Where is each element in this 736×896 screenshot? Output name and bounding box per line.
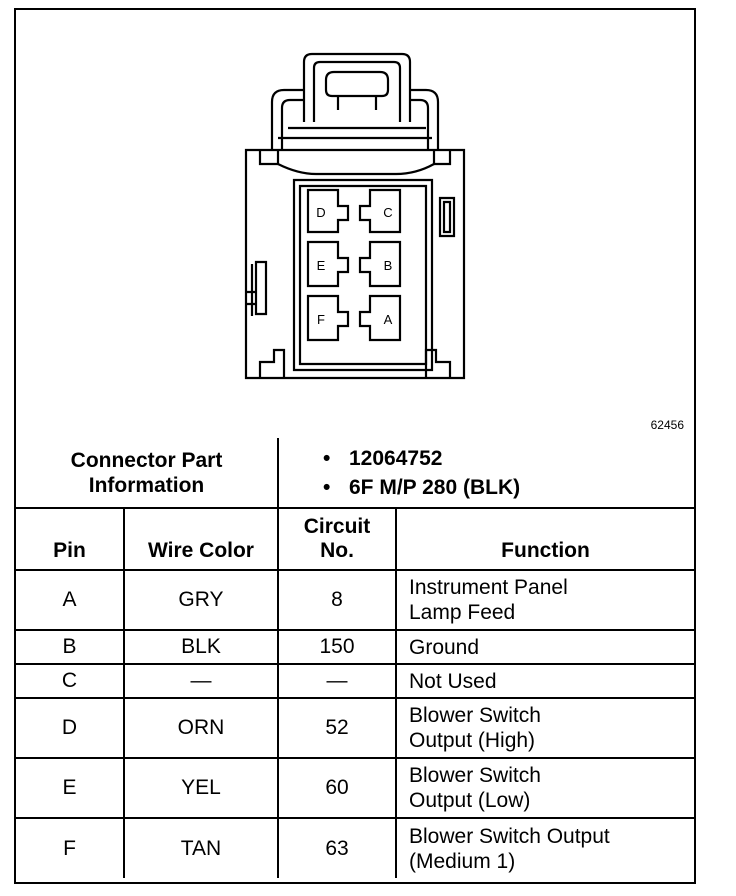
cell-function: Instrument Panel Lamp Feed xyxy=(395,569,694,631)
table-row: C — — Not Used xyxy=(16,663,694,699)
table-row: E YEL 60 Blower Switch Output (Low) xyxy=(16,757,694,819)
cell-function: Blower Switch Output (Low) xyxy=(395,757,694,819)
header-row: Pin Wire Color Circuit No. Function xyxy=(16,507,694,571)
header-function: Function xyxy=(395,507,694,571)
cell-pin: F xyxy=(16,817,125,878)
pin-label-c: C xyxy=(383,205,392,220)
cell-function: Blower Switch Output (Medium 1) xyxy=(395,817,694,878)
part-info-label: Connector Part Information xyxy=(16,438,279,509)
table-row: D ORN 52 Blower Switch Output (High) xyxy=(16,697,694,759)
pin-label-b: B xyxy=(384,258,393,273)
connector-sheet: D C E B F A 62456 Connector Part Informa… xyxy=(14,8,696,884)
cell-function: Ground xyxy=(395,629,694,665)
cell-wire: BLK xyxy=(123,629,279,665)
table-row: B BLK 150 Ground xyxy=(16,629,694,665)
cell-wire: TAN xyxy=(123,817,279,878)
cell-pin: A xyxy=(16,569,125,631)
part-info-values: •12064752 •6F M/P 280 (BLK) xyxy=(277,438,694,509)
table-row: F TAN 63 Blower Switch Output (Medium 1) xyxy=(16,817,694,878)
part-info-row: Connector Part Information •12064752 •6F… xyxy=(16,438,694,509)
header-pin: Pin xyxy=(16,507,125,571)
connector-drawing: D C E B F A xyxy=(244,52,466,380)
pin-cavities xyxy=(306,188,402,342)
connector-figure: D C E B F A 62456 xyxy=(16,10,694,438)
pin-label-a: A xyxy=(384,312,393,327)
header-circuit: Circuit No. xyxy=(277,507,397,571)
cell-wire: ORN xyxy=(123,697,279,759)
cell-function: Not Used xyxy=(395,663,694,699)
cell-pin: C xyxy=(16,663,125,699)
cell-pin: D xyxy=(16,697,125,759)
cell-wire: — xyxy=(123,663,279,699)
cell-circuit: 150 xyxy=(277,629,397,665)
cell-circuit: 52 xyxy=(277,697,397,759)
cell-circuit: — xyxy=(277,663,397,699)
cell-function: Blower Switch Output (High) xyxy=(395,697,694,759)
cell-wire: GRY xyxy=(123,569,279,631)
part-description: •6F M/P 280 (BLK) xyxy=(323,475,521,499)
part-number: •12064752 xyxy=(323,446,443,470)
figure-id: 62456 xyxy=(650,418,684,432)
pin-label-e: E xyxy=(317,258,326,273)
cell-wire: YEL xyxy=(123,757,279,819)
cell-circuit: 63 xyxy=(277,817,397,878)
cell-pin: B xyxy=(16,629,125,665)
header-wire-color: Wire Color xyxy=(123,507,279,571)
cell-circuit: 8 xyxy=(277,569,397,631)
pin-label-f: F xyxy=(317,312,325,327)
cell-pin: E xyxy=(16,757,125,819)
pinout-table: Connector Part Information •12064752 •6F… xyxy=(16,438,694,878)
pin-label-d: D xyxy=(316,205,325,220)
table-row: A GRY 8 Instrument Panel Lamp Feed xyxy=(16,569,694,631)
cell-circuit: 60 xyxy=(277,757,397,819)
